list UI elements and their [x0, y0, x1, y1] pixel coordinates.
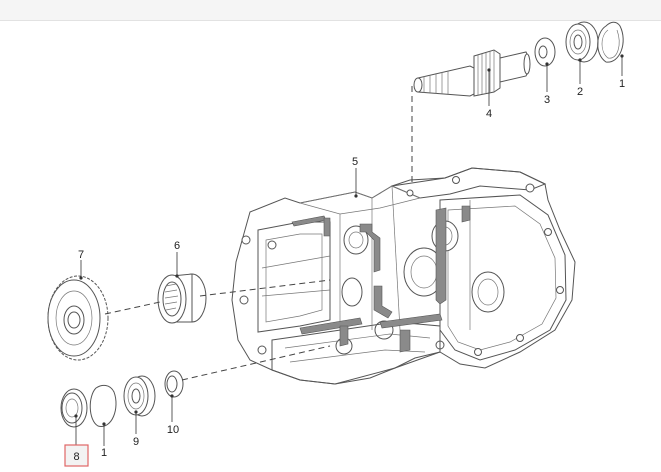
spacer-part[interactable] [164, 370, 184, 398]
label-washer[interactable]: 3 [544, 94, 550, 106]
label-snap-ring-bottom[interactable]: 1 [101, 447, 107, 459]
label-bearing-top[interactable]: 2 [577, 86, 583, 98]
snap-ring-bottom-part[interactable] [89, 384, 117, 427]
label-shaft[interactable]: 4 [486, 108, 492, 120]
washer-part[interactable] [534, 37, 556, 67]
shaft-part[interactable] [413, 49, 531, 97]
selected-label-box[interactable] [64, 444, 89, 467]
needle-bearing-part[interactable] [157, 273, 207, 324]
bearing-bottom-part[interactable] [123, 375, 156, 417]
label-snap-ring-top[interactable]: 1 [619, 78, 625, 90]
assembly-lines [104, 86, 413, 381]
top-toolbar [0, 0, 661, 21]
label-seal[interactable]: 8 [73, 451, 79, 463]
label-housing[interactable]: 5 [352, 156, 358, 168]
gear-part[interactable] [47, 275, 109, 361]
seal-part[interactable] [60, 388, 88, 428]
housing-part[interactable] [231, 167, 576, 385]
label-gear[interactable]: 7 [78, 249, 84, 261]
bearing-top-part[interactable] [565, 21, 599, 63]
snap-ring-top-part[interactable] [597, 21, 624, 63]
leader-lines [74, 54, 624, 446]
label-bearing-bottom[interactable]: 9 [133, 436, 139, 448]
label-needle-bearing[interactable]: 6 [174, 240, 180, 252]
label-spacer[interactable]: 10 [167, 424, 179, 436]
